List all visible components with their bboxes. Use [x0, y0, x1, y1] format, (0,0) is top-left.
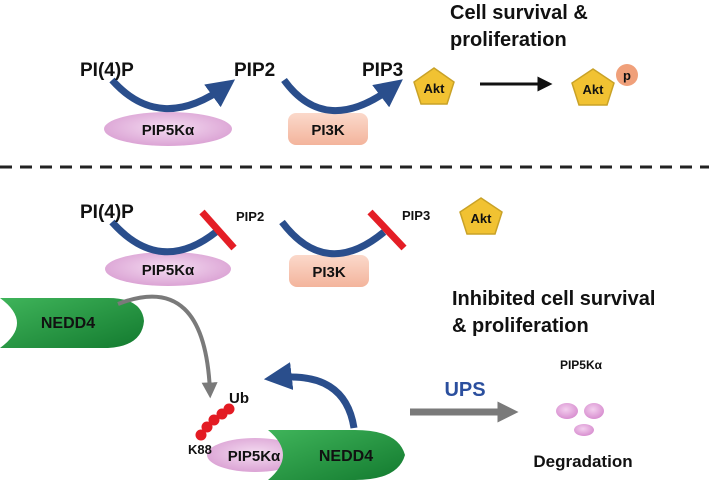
- polyubiquitin-chain: [195, 403, 235, 441]
- bottom-pi3k-label: PI3K: [312, 264, 346, 281]
- bottom-arc-pip5k: [109, 219, 219, 256]
- bottom-arc-pi3k: [279, 219, 387, 258]
- bottom-pip3-label: PIP3: [402, 208, 430, 223]
- ub-transfer-arc: [263, 362, 358, 429]
- bottom-pi3k-enzyme: PI3K: [289, 255, 369, 287]
- phosphate-circle: [616, 64, 638, 86]
- top-arc-arrow-pip5k: [109, 77, 236, 112]
- degraded-fragments: [556, 403, 604, 436]
- recruit-arrow: [117, 294, 218, 399]
- complex-pip5k-label: PIP5Kα: [228, 448, 281, 465]
- top-phospho-akt-label: Akt: [583, 82, 605, 97]
- bottom-akt-pentagon: Akt: [459, 197, 503, 235]
- bottom-substrate-label: PI(4)P: [80, 202, 134, 223]
- nedd4-ligase-left: NEDD4: [0, 298, 144, 348]
- bottom-pip2-label: PIP2: [236, 209, 264, 224]
- top-pi3k-label: PI3K: [311, 122, 345, 139]
- ub-label: Ub: [229, 390, 249, 407]
- top-substrate-label: PI(4)P: [80, 60, 134, 81]
- top-pip5k-label: PIP5Kα: [142, 122, 195, 139]
- top-akt-pentagon: Akt: [413, 67, 455, 105]
- pip5k-nedd4-complex: PIP5Kα NEDD4: [207, 430, 405, 480]
- top-pip5k-enzyme: PIP5Kα: [104, 112, 232, 146]
- bottom-pip5k-enzyme: PIP5Kα: [105, 252, 231, 286]
- top-panel: PIP5Kα PI(4)P PIP2 PI3K PIP3 Akt Akt p C…: [80, 2, 638, 146]
- bottom-outcome-line1: Inhibited cell survival: [452, 288, 655, 310]
- inhibition-bar-pip2: [199, 209, 237, 251]
- inhibition-bar-pip3: [367, 209, 407, 251]
- top-arc-arrow-pi3k: [281, 77, 403, 114]
- degraded-pip5k-label: PIP5Kα: [560, 358, 603, 372]
- bottom-akt-label: Akt: [471, 211, 493, 226]
- top-pip3-label: PIP3: [362, 60, 403, 81]
- bottom-pip5k-label: PIP5Kα: [142, 262, 195, 279]
- top-phospho-akt: Akt p: [571, 64, 638, 106]
- nedd4-left-label: NEDD4: [41, 315, 95, 332]
- ups-label: UPS: [444, 379, 485, 401]
- phosphate-label: p: [623, 68, 631, 83]
- top-pi3k-enzyme: PI3K: [288, 113, 368, 145]
- k88-label: K88: [188, 442, 212, 457]
- degradation-label: Degradation: [533, 452, 632, 471]
- bottom-panel: PIP5Kα PI(4)P PIP2 PI3K PIP3 Akt Inhibit…: [0, 197, 655, 480]
- complex-nedd4: [268, 430, 405, 480]
- top-outcome-line2: proliferation: [450, 29, 567, 51]
- complex-pip5k: [207, 438, 303, 472]
- top-pip2-label: PIP2: [234, 60, 275, 81]
- top-akt-label: Akt: [424, 81, 446, 96]
- complex-nedd4-label: NEDD4: [319, 448, 373, 465]
- top-outcome-line1: Cell survival &: [450, 2, 588, 24]
- bottom-outcome-line2: & proliferation: [452, 315, 589, 337]
